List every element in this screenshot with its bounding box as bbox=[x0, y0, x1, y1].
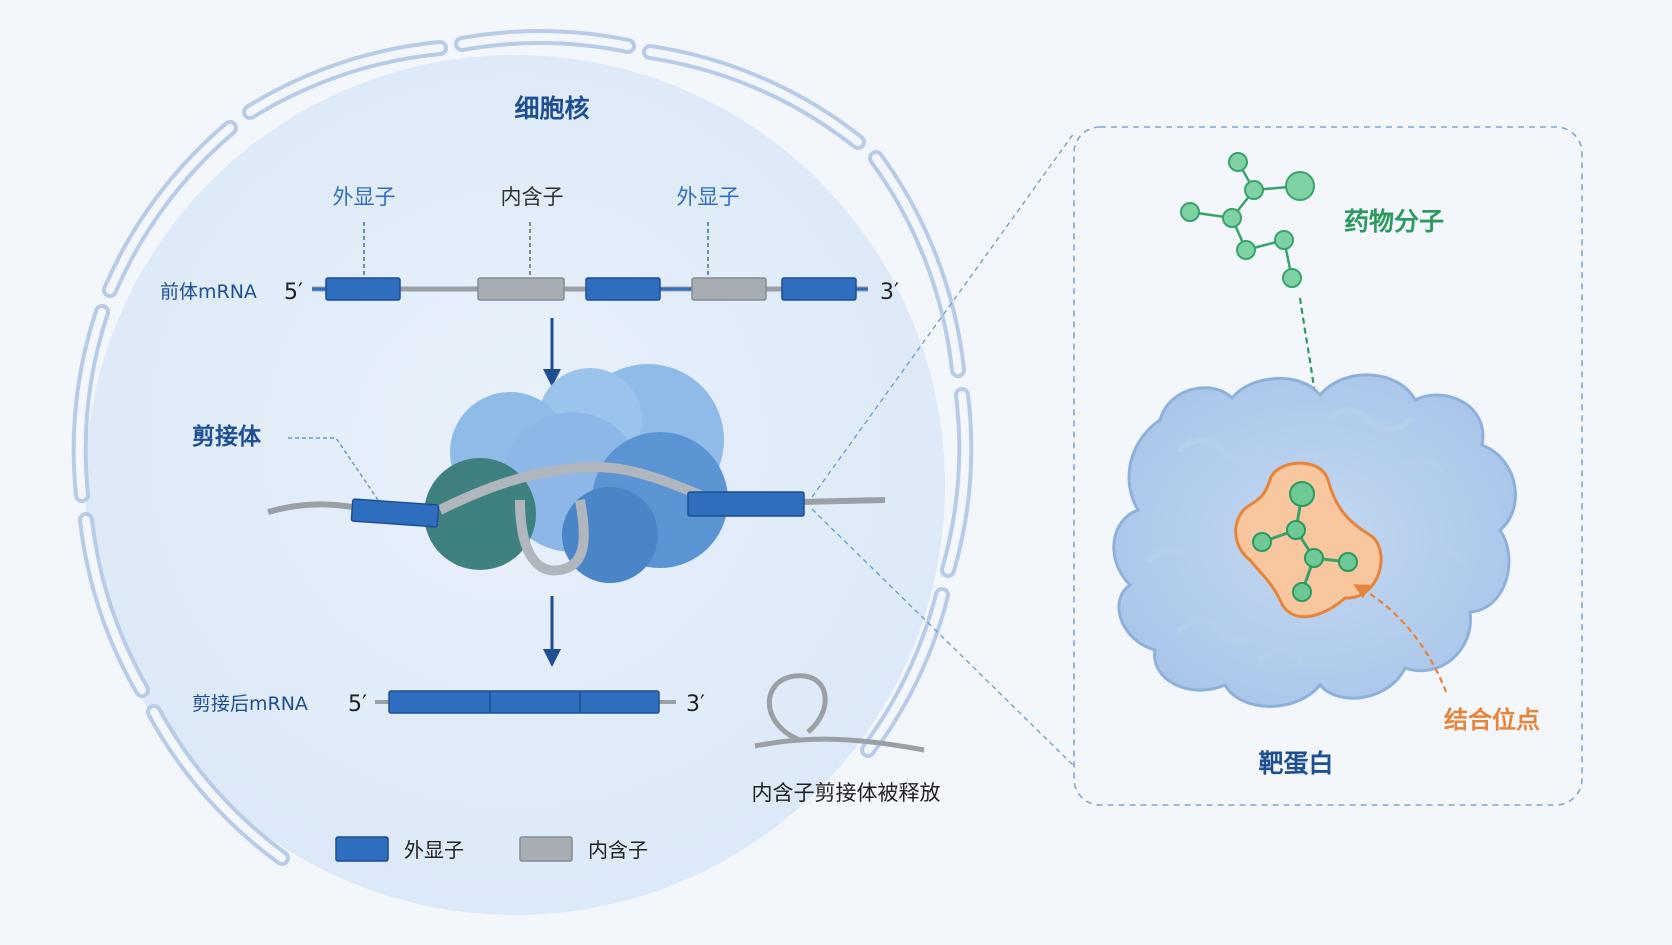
legend-exon-label: 外显子 bbox=[404, 838, 464, 862]
spliceosome-leader bbox=[288, 437, 379, 501]
binding-site-arrow bbox=[1353, 584, 1448, 693]
intron-label: 内含子 bbox=[501, 185, 564, 209]
mature-mrna-strand bbox=[375, 690, 676, 714]
pre-mrna-label: 前体mRNA bbox=[160, 281, 257, 303]
released-intron-tail bbox=[754, 736, 925, 753]
drug-molecule bbox=[1180, 152, 1315, 288]
mature-mrna-5prime: 5′ bbox=[348, 692, 367, 717]
pre-exon-3 bbox=[781, 277, 857, 301]
label-leaders bbox=[363, 222, 709, 276]
spliceosome bbox=[267, 364, 886, 583]
pre-intron-1 bbox=[477, 277, 565, 301]
bound-drug bbox=[1252, 481, 1358, 602]
released-intron-label: 内含子剪接体被释放 bbox=[752, 781, 941, 805]
target-protein-label: 靶蛋白 bbox=[1258, 749, 1333, 778]
binding-site-label: 结合位点 bbox=[1444, 706, 1540, 734]
pre-exon-2 bbox=[585, 277, 661, 301]
nucleus-title: 细胞核 bbox=[514, 94, 589, 123]
nuclear-envelope bbox=[71, 29, 974, 866]
exon-label-right: 外显子 bbox=[677, 185, 740, 209]
pre-mrna-3prime: 3′ bbox=[880, 280, 899, 305]
exon-label-left: 外显子 bbox=[333, 185, 396, 209]
pre-intron-2 bbox=[691, 277, 767, 301]
pre-mrna-strand bbox=[312, 277, 868, 301]
target-protein bbox=[1112, 373, 1517, 708]
drug-label: 药物分子 bbox=[1344, 207, 1444, 236]
legend-intron-label: 内含子 bbox=[588, 838, 648, 862]
binding-pocket bbox=[1234, 461, 1383, 619]
zoom-connectors bbox=[811, 132, 1075, 767]
drug-approach-arrow bbox=[1298, 297, 1328, 448]
mature-mrna-label: 剪接后mRNA bbox=[192, 693, 308, 715]
pre-mrna-5prime: 5′ bbox=[284, 280, 303, 305]
spliceosome-label: 剪接体 bbox=[192, 423, 262, 450]
legend: 外显子 内含子 bbox=[335, 836, 648, 862]
released-intron-loop bbox=[766, 673, 828, 743]
nucleus: 细胞核 外显子 内含子 外显子 前体mRNA 5′ 3′ bbox=[71, 29, 974, 915]
pre-exon-1 bbox=[325, 277, 401, 301]
legend-exon-swatch bbox=[335, 836, 389, 862]
legend-intron-swatch bbox=[519, 836, 573, 862]
drug-binding-inset: 药物分子 bbox=[1073, 126, 1583, 806]
mature-mrna-3prime: 3′ bbox=[686, 692, 705, 717]
